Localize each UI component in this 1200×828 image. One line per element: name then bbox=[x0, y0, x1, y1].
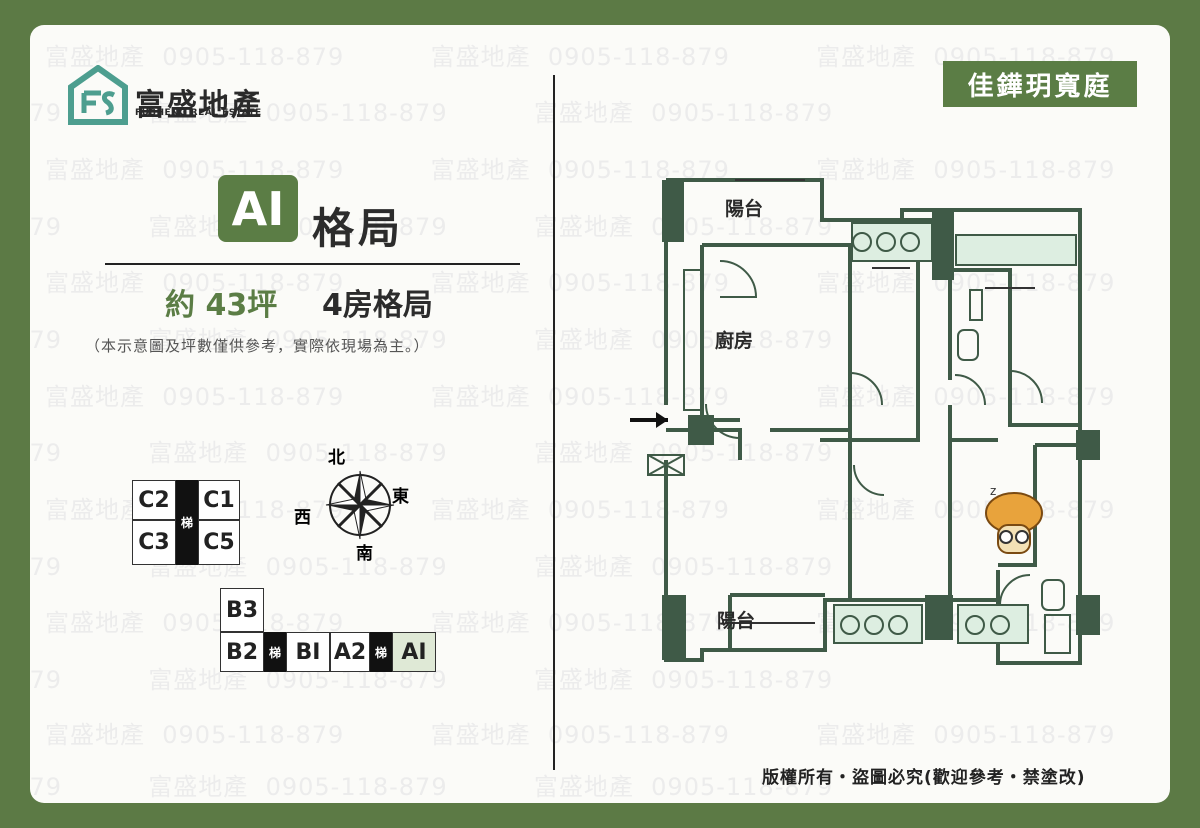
project-name-badge: 佳鏵玥寬庭 bbox=[943, 61, 1137, 107]
compass-west: 西 bbox=[294, 508, 311, 528]
key-cell-b1: BI bbox=[286, 632, 330, 672]
copyright-notice: 版權所有・盜圖必究(歡迎參考・禁塗改) bbox=[762, 768, 1086, 788]
svg-text:z: z bbox=[990, 484, 996, 498]
floor-plan-labels: 陽台 廚房 陽台 bbox=[715, 197, 763, 632]
unit-rooms: 4房格局 bbox=[322, 288, 433, 323]
kitchen-label: 廚房 bbox=[715, 329, 753, 352]
watermark-row: 0905-118-879 富盛地產 0905-118-879 富盛地產 0905… bbox=[30, 326, 834, 354]
key-cell-c2: C2 bbox=[132, 480, 176, 520]
watermark-row: 0905-118-879 富盛地產 0905-118-879 富盛地產 0905… bbox=[30, 773, 834, 801]
watermark-row: 富盛地產 0905-118-879 富盛地產 0905-118-879 富盛地產… bbox=[45, 43, 1116, 71]
key-cell-c5: C5 bbox=[198, 520, 240, 565]
key-cell-b3: B3 bbox=[220, 588, 264, 632]
title-rule bbox=[105, 263, 520, 265]
watermark-row: 0905-118-879 富盛地產 0905-118-879 富盛地產 0905… bbox=[30, 99, 834, 127]
watermark-row: 富盛地產 0905-118-879 富盛地產 0905-118-879 富盛地產… bbox=[45, 383, 1116, 411]
floor-plan-drawing: z bbox=[630, 178, 1100, 665]
disclaimer-note: （本示意圖及坪數僅供參考，實際依現場為主。） bbox=[85, 337, 430, 355]
key-cell-a1-highlight: AI bbox=[392, 632, 436, 672]
layout-title: 格局 bbox=[312, 204, 405, 253]
unit-size: 約 43坪 bbox=[165, 288, 278, 323]
compass-north: 北 bbox=[328, 448, 345, 468]
watermark-row: 富盛地產 0905-118-879 富盛地產 0905-118-879 富盛地產… bbox=[45, 269, 1116, 297]
key-cell-a2: A2 bbox=[330, 632, 370, 672]
compass-east: 東 bbox=[392, 487, 409, 507]
compass-rose-icon bbox=[325, 470, 395, 540]
key-stair-1: 梯 bbox=[264, 632, 286, 672]
key-cell-c1: C1 bbox=[198, 480, 240, 520]
key-stair-2: 梯 bbox=[370, 632, 392, 672]
compass-south: 南 bbox=[356, 544, 373, 564]
balcony-top-label: 陽台 bbox=[725, 197, 763, 220]
house-logo-icon bbox=[68, 65, 128, 125]
unit-code-badge: AI bbox=[218, 175, 298, 242]
key-cell-c3: C3 bbox=[132, 520, 176, 565]
key-cell-b2: B2 bbox=[220, 632, 264, 672]
logo-subtitle: FUSHENG REAL ESTATE bbox=[135, 108, 262, 118]
key-stair: 梯 bbox=[176, 480, 198, 565]
floor-plan-card: 富盛地產 0905-118-879 富盛地產 0905-118-879 富盛地產… bbox=[30, 25, 1170, 803]
mascot-icon: z bbox=[985, 484, 1043, 554]
balcony-bottom-label: 陽台 bbox=[717, 609, 755, 632]
vertical-divider bbox=[553, 75, 555, 770]
watermark-row: 0905-118-879 富盛地產 0905-118-879 富盛地產 0905… bbox=[30, 439, 834, 467]
watermark-row: 富盛地產 0905-118-879 富盛地產 0905-118-879 富盛地產… bbox=[45, 721, 1116, 749]
logo-name: 富盛地產 bbox=[135, 88, 263, 123]
